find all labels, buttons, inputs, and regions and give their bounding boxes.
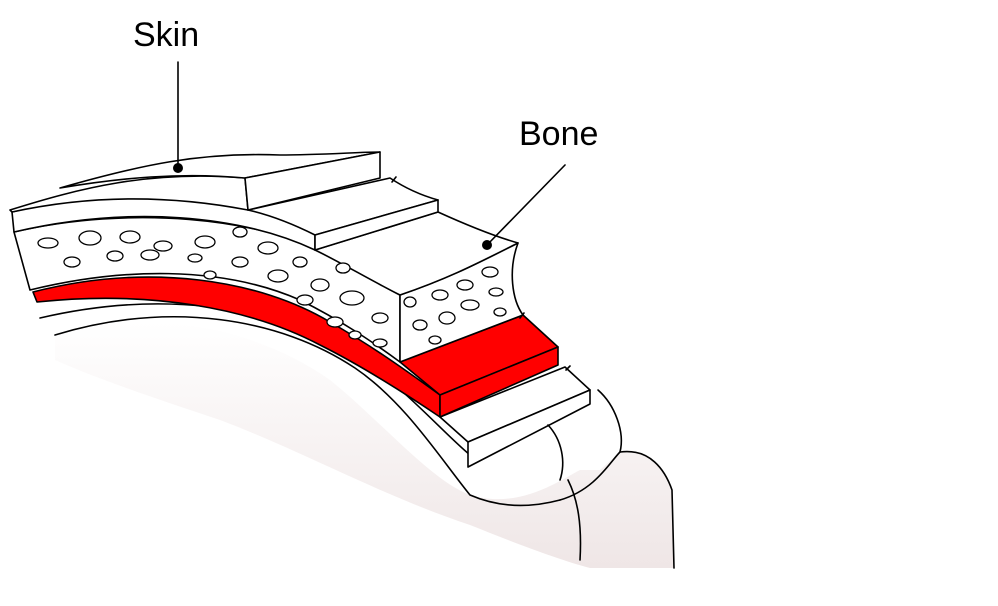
skin-label: Skin [133, 16, 199, 54]
bone-pores [37, 226, 507, 348]
bone-label: Bone [519, 115, 598, 153]
skin-leader-dot [173, 163, 183, 173]
connective-block-front [314, 199, 439, 251]
highlighted-layer-block-front [439, 346, 559, 418]
skin-block-top [59, 151, 381, 189]
inner-layer-line-2 [54, 316, 561, 507]
tick-mark-3 [565, 365, 571, 371]
dura-right-edge [597, 389, 622, 453]
lower-slab-fold [547, 424, 564, 481]
bone-leader-dot [482, 240, 492, 250]
lower-slab-front [467, 389, 591, 468]
tick-mark-1 [391, 176, 397, 183]
bone-leader-line [486, 164, 566, 246]
dura-inner-fold [567, 479, 582, 561]
bone-block-top [314, 211, 519, 296]
tick-mark-2 [519, 312, 525, 319]
skin-block-front [244, 151, 381, 211]
deep-tissue-shadow [55, 322, 674, 568]
